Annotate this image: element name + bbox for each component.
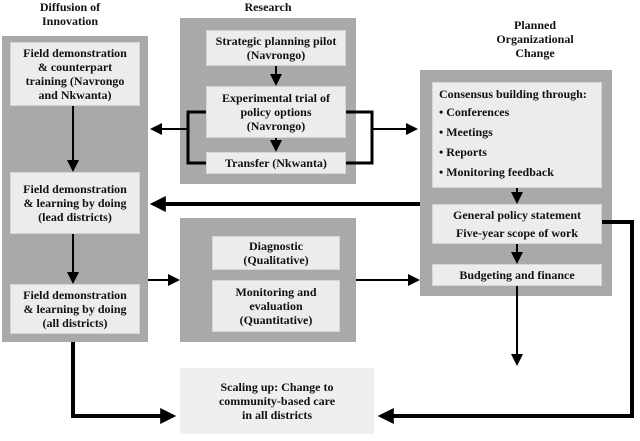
strategic-pilot-line-2: (Navrongo) xyxy=(246,48,306,62)
diagnostic-line-2: (Qualitative) xyxy=(243,253,309,267)
header-planned-line-3: Change xyxy=(515,46,555,60)
transfer-line-1: Transfer (Nkwanta) xyxy=(225,156,327,170)
scaling-up-box: Scaling up: Change to community-based ca… xyxy=(180,368,374,434)
diagnostic-line-1: Diagnostic xyxy=(249,239,303,253)
field-demo-all-line-2: & learning by doing xyxy=(23,302,127,316)
transfer-nkwanta-box: Transfer (Nkwanta) xyxy=(206,152,346,174)
monitoring-line-1: Monitoring and xyxy=(235,285,317,299)
budgeting-line-1: Budgeting and finance xyxy=(459,268,575,282)
consensus-item-label: Monitoring feedback xyxy=(446,165,554,179)
header-research-line-1: Research xyxy=(244,0,292,14)
scaling-line-2: community-based care xyxy=(218,394,336,408)
experimental-trial-box: Experimental trial of policy options (Na… xyxy=(206,86,346,138)
field-demo-lead-line-2: & learning by doing xyxy=(23,196,127,210)
field-demo-training-line-4: and Nkwanta) xyxy=(38,88,112,102)
experimental-trial-line-1: Experimental trial of xyxy=(222,91,330,105)
experimental-trial-line-3: (Navrongo) xyxy=(246,119,306,133)
field-demo-all-line-3: (all districts) xyxy=(42,316,108,330)
field-demo-training-line-3: training (Navrongo xyxy=(25,74,125,88)
policy-line-1: General policy statement xyxy=(453,208,581,222)
header-planned-line-2: Organizational xyxy=(496,32,574,46)
scaling-line-1: Scaling up: Change to xyxy=(220,380,334,394)
right-bracket xyxy=(346,110,374,165)
arrow-policy-to-scaling xyxy=(377,220,634,424)
field-demo-lead-line-1: Field demonstration xyxy=(23,182,127,196)
bullet-icon: • xyxy=(439,165,444,179)
field-demo-training-box: Field demonstration & counterpart traini… xyxy=(10,42,140,106)
field-demo-all-line-1: Field demonstration xyxy=(23,288,127,302)
field-demo-lead-districts-box: Field demonstration & learning by doing … xyxy=(10,172,140,234)
general-policy-box: General policy statement Five-year scope… xyxy=(432,204,602,244)
consensus-item-label: Conferences xyxy=(446,105,510,119)
bullet-icon: • xyxy=(439,125,444,139)
consensus-building-box: Consensus building through: • Conference… xyxy=(432,82,602,188)
consensus-item-monitoring-feedback: • Monitoring feedback xyxy=(439,165,554,179)
consensus-item-reports: • Reports xyxy=(439,145,487,159)
arrow-diffusion-to-scaling xyxy=(71,342,177,424)
policy-line-2: Five-year scope of work xyxy=(455,226,579,240)
budgeting-finance-box: Budgeting and finance xyxy=(432,264,602,286)
diagnostic-box: Diagnostic (Qualitative) xyxy=(212,236,340,270)
consensus-item-label: Reports xyxy=(446,145,487,159)
header-diffusion: Diffusion of Innovation xyxy=(0,0,140,28)
bullet-icon: • xyxy=(439,145,444,159)
bullet-icon: • xyxy=(439,105,444,119)
experimental-trial-line-2: policy options xyxy=(240,105,312,119)
field-demo-lead-line-3: (lead districts) xyxy=(38,210,112,224)
monitoring-line-3: (Quantitative) xyxy=(239,313,313,327)
consensus-item-meetings: • Meetings xyxy=(439,125,493,139)
consensus-item-conferences: • Conferences xyxy=(439,105,509,119)
header-diffusion-line-1: Diffusion of xyxy=(39,0,101,14)
monitoring-line-2: evaluation xyxy=(249,299,303,313)
field-demo-all-districts-box: Field demonstration & learning by doing … xyxy=(10,284,140,334)
strategic-planning-pilot-box: Strategic planning pilot (Navrongo) xyxy=(206,30,346,66)
left-bracket xyxy=(186,110,206,165)
strategic-pilot-line-1: Strategic planning pilot xyxy=(215,34,337,48)
header-planned: Planned Organizational Change xyxy=(460,18,610,60)
scaling-line-3: in all districts xyxy=(241,408,312,422)
field-demo-training-line-1: Field demonstration xyxy=(23,46,127,60)
consensus-title: Consensus building through: xyxy=(439,87,587,101)
consensus-item-label: Meetings xyxy=(446,125,493,139)
header-research: Research xyxy=(180,0,356,14)
header-diffusion-line-2: Innovation xyxy=(41,14,99,28)
monitoring-evaluation-box: Monitoring and evaluation (Quantitative) xyxy=(212,280,340,332)
field-demo-training-line-2: & counterpart xyxy=(37,60,113,74)
header-planned-line-1: Planned xyxy=(513,18,556,32)
